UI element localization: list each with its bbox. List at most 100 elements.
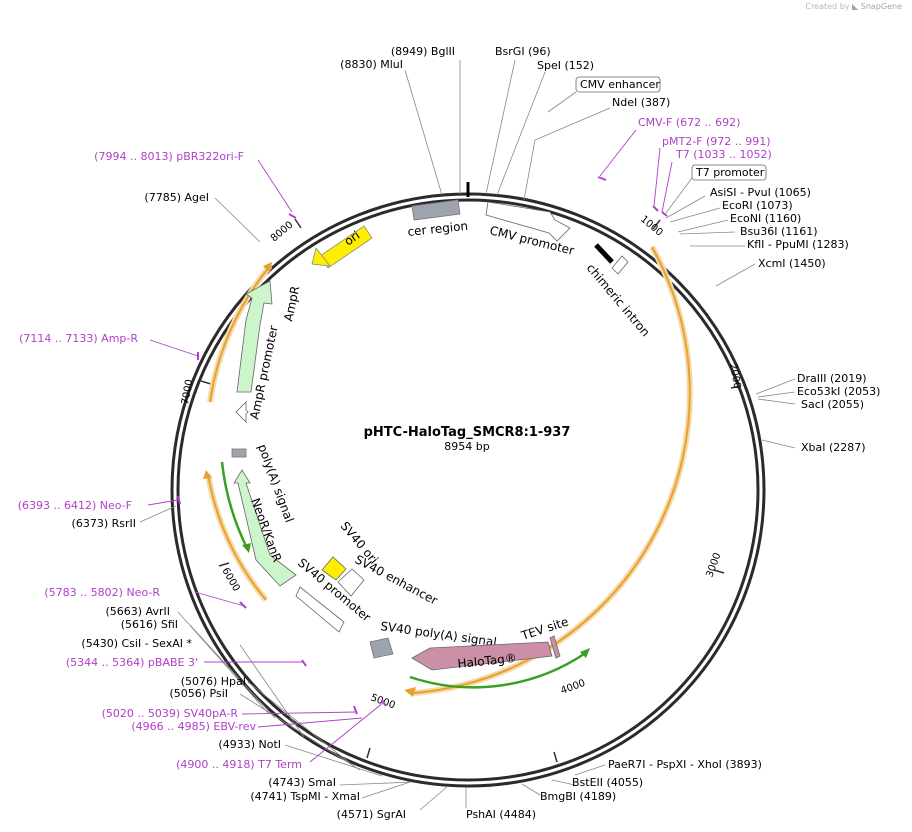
leader-xhoi	[574, 764, 606, 776]
primer-neo-f: (6393 .. 6412) Neo-F	[18, 499, 132, 512]
cmv-enhancer-label: CMV enhancer	[580, 78, 660, 91]
orf-main-head	[404, 687, 416, 697]
leader-avrii	[177, 611, 269, 714]
enzyme-noti: (4933) NotI	[218, 738, 281, 751]
enzyme-bglii: (8949) BglII	[391, 45, 455, 58]
sv40-promoter-arrow	[295, 586, 345, 633]
mark-pbr322ori-f	[288, 213, 297, 219]
enzyme-xhoi: PaeR7I - PspXI - XhoI (3893)	[608, 758, 762, 771]
enzyme-eco53ki: Eco53kI (2053)	[797, 385, 880, 398]
primer-labels: CMV-F (672 .. 692) pMT2-F (972 .. 991) T…	[18, 116, 772, 771]
tick-label-3000: 3000	[704, 551, 723, 579]
tick-label-8000: 8000	[269, 220, 296, 245]
neor-feature-arrow	[233, 469, 297, 587]
orf-main	[413, 246, 691, 694]
enzyme-bsu36i: Bsu36I (1161)	[740, 225, 818, 238]
leader-noti	[284, 744, 383, 777]
leader-pmt2-f	[653, 147, 661, 207]
orf-ampr	[209, 265, 271, 403]
leader-hpai	[247, 681, 357, 769]
enzyme-agei: (7785) AgeI	[144, 191, 209, 204]
tev-site-box	[549, 635, 561, 659]
tick-6000	[218, 562, 230, 567]
leader-smai	[339, 781, 413, 786]
enzyme-ecori: EcoRI (1073)	[722, 199, 793, 212]
leader-t7	[661, 161, 673, 213]
leader-sfii	[189, 624, 276, 719]
enzyme-saci: SacI (2055)	[801, 398, 864, 411]
sv40-enhancer-label: SV40 enhancer	[353, 552, 440, 607]
tick-7000	[200, 380, 212, 385]
leader-bsu36i	[679, 231, 736, 235]
leader-mlui	[404, 69, 443, 196]
enzyme-sgrai: (4571) SgrAI	[337, 808, 406, 821]
halotag-green-arc	[409, 650, 588, 689]
leader-psii	[239, 693, 361, 771]
cer-region-label: cer region	[407, 219, 469, 239]
enzyme-sfii: (5616) SfiI	[121, 618, 178, 631]
cmv-enhancer-box	[575, 76, 661, 93]
primer-t7: T7 (1033 .. 1052)	[675, 148, 772, 161]
credit-prefix: Created by	[805, 2, 850, 11]
chimeric-intron-arrow	[611, 255, 629, 275]
leader-bsteii	[551, 779, 576, 786]
neor-green-arc	[220, 461, 249, 549]
snapgene-credit: Created by ◣ SnapGene	[805, 2, 902, 11]
snapgene-logo-icon: ◣	[852, 2, 859, 11]
tick-2000	[730, 385, 742, 389]
t7-promoter-label: T7 promoter	[695, 166, 765, 179]
leader-asisi	[665, 195, 706, 219]
leader-bmgbi	[521, 783, 541, 796]
leader-neo-r	[194, 591, 245, 607]
cmv-promoter-arrow	[485, 201, 571, 242]
enzyme-psii: (5056) PsiI	[169, 687, 228, 700]
sv40-ori-box	[321, 556, 347, 581]
primer-cmv-f: CMV-F (672 .. 692)	[638, 116, 740, 129]
enzyme-csii: (5430) CsiI - SexAI *	[81, 637, 192, 650]
enzyme-kfli: KflI - PpuMI (1283)	[747, 238, 849, 251]
plasmid-size: 8954 bp	[444, 440, 489, 453]
enzyme-asisi: AsiSI - PvuI (1065)	[710, 186, 811, 199]
plasmid-name: pHTC-HaloTag_SMCR8:1-937	[364, 425, 571, 440]
primer-pbr322ori-f: (7994 .. 8013) pBR322ori-F	[94, 150, 244, 163]
enzyme-ndei: NdeI (387)	[612, 96, 670, 109]
tick-label-1000: 1000	[638, 214, 665, 239]
mark-pbabe3	[301, 659, 307, 667]
enzyme-draiii: DraIII (2019)	[797, 372, 867, 385]
mark-sv40pa-r	[353, 705, 358, 715]
leader-cmv-f	[599, 129, 637, 177]
tick-8000	[294, 218, 302, 229]
enzyme-econi: EcoNI (1160)	[730, 212, 801, 225]
enzyme-pshai: PshAI (4484)	[466, 808, 536, 821]
enzyme-smai: (4743) SmaI	[268, 776, 336, 789]
primer-marks	[177, 176, 668, 715]
tick-1000	[652, 219, 661, 230]
chimeric-intron-bar	[594, 243, 614, 264]
sv40-polya-box	[369, 637, 394, 659]
enzyme-leaders	[139, 59, 796, 811]
boxed-callouts: CMV enhancer T7 promoter	[547, 76, 767, 214]
enzyme-rsrii: (6373) RsrII	[72, 517, 136, 530]
primer-amp-r: (7114 .. 7133) Amp-R	[19, 332, 138, 345]
tick-label-4000: 4000	[559, 678, 587, 697]
enzyme-spei: SpeI (152)	[537, 59, 594, 72]
backbone-inner-ring	[176, 198, 760, 782]
mark-pmt2-f	[652, 205, 659, 212]
halotag-label: HaloTag®	[457, 651, 518, 671]
enzyme-xcmi: XcmI (1450)	[758, 257, 826, 270]
tick-3000	[713, 569, 725, 574]
halotag-green-arc-head	[580, 648, 590, 658]
primer-t7-term: (4900 .. 4918) T7 Term	[176, 758, 302, 771]
enzyme-xmai: (4741) TspMI - XmaI	[250, 790, 360, 803]
mark-t7-term	[381, 699, 387, 707]
halotag-arrow	[411, 641, 553, 671]
mark-neo-f	[177, 495, 181, 505]
leader-rsrii	[139, 505, 177, 523]
leader-econi	[677, 219, 729, 233]
t7-promoter-leader	[665, 177, 693, 214]
tick-label-2000: 2000	[727, 363, 742, 390]
enzyme-mlui: (8830) MluI	[340, 58, 403, 71]
leader-draiii	[755, 378, 796, 395]
tick-label-7000: 7000	[180, 379, 195, 406]
